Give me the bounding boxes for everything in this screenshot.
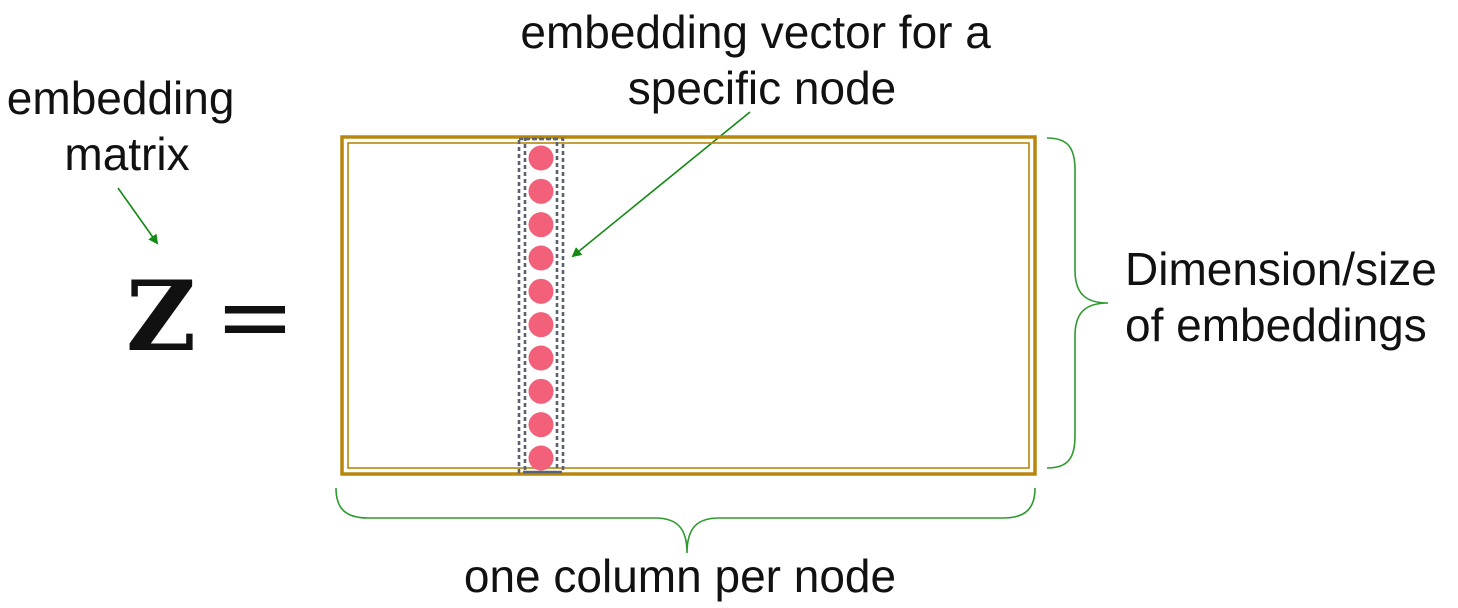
matrix-inner-border [347,142,1030,469]
vector-caption-line2: specific node [628,62,897,114]
vector-caption: embedding vector for a specific node [520,6,1003,114]
dimension-caption-line2: of embeddings [1125,299,1427,351]
column-brace [335,487,1036,554]
dimension-caption: Dimension/size of embeddings [1125,243,1450,351]
embedding-entry-dot [528,278,554,304]
embedding-entry-dot [528,412,554,438]
column-outline-inner [523,137,559,474]
dimension-caption-line1: Dimension/size [1125,243,1437,295]
embedding-entry-dot [528,345,554,371]
embedding-entry-dot [528,245,554,271]
embedding-entry-dot [528,378,554,404]
embedding-entry-dot [528,312,554,338]
embedding-matrix-label-line1: embedding [7,72,235,124]
matrix-outer-border [340,135,1037,476]
embedding-matrix-label: embedding matrix [7,72,247,180]
embedding-entry-dot [528,445,554,471]
matrix-symbol-z: Z [126,260,196,373]
vector-caption-line1: embedding vector for a [520,6,991,58]
embedding-entry-dot [528,178,554,204]
dimension-brace [1046,137,1109,469]
column-caption: one column per node [464,550,896,602]
embedding-entry-dot [528,212,554,238]
matrix-label-arrow [117,187,159,245]
embedding-matrix-label-line2: matrix [64,128,189,180]
vector-caption-arrow [571,111,751,258]
embedding-entry-dot [528,145,554,171]
column-entries [528,145,554,471]
highlighted-column [517,137,565,474]
equals-sign: = [215,261,295,373]
